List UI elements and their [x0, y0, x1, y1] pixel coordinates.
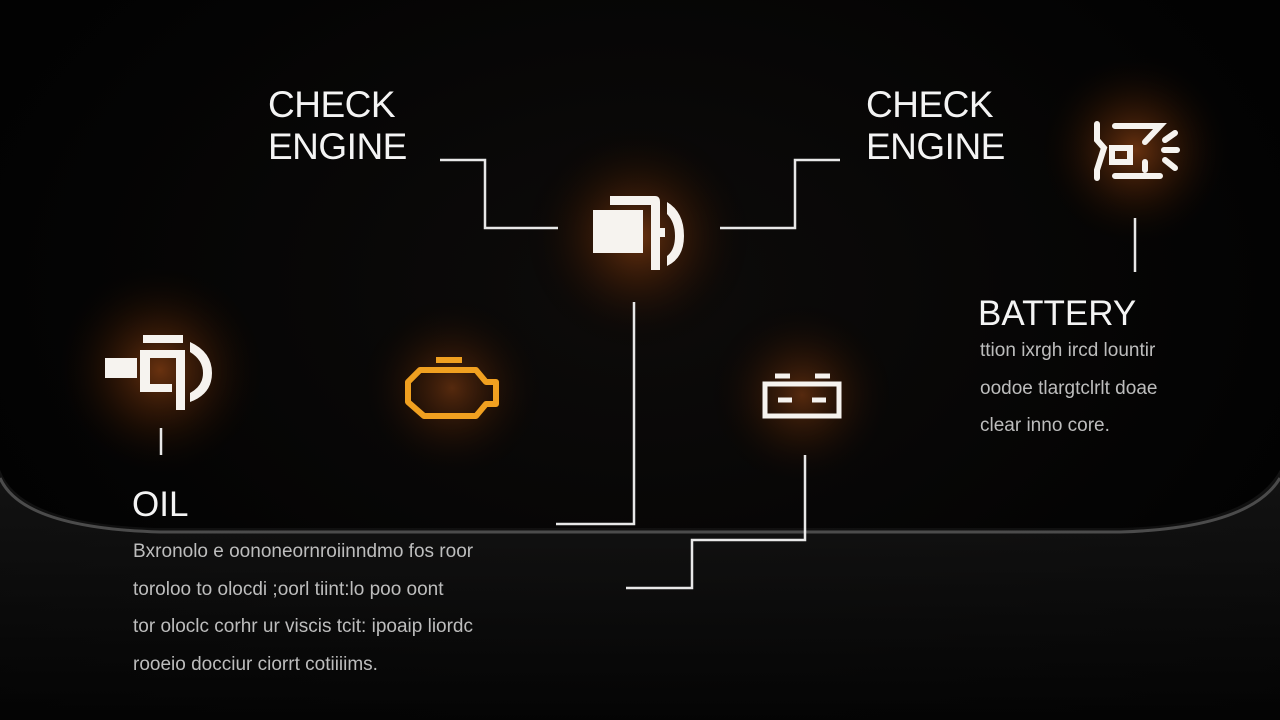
battery-description: ttion ixrgh ircd lountir oodoe tlargtclr…: [980, 332, 1157, 445]
connector-center-down: [556, 302, 636, 526]
title-line: CHECK: [268, 84, 396, 125]
connector-battery: [626, 455, 807, 590]
glow-engine: [357, 293, 547, 483]
glow-battery: [707, 300, 897, 490]
description-line: rooeio docciur ciorrt cotiiiims.: [133, 653, 378, 675]
engine-fault-icon: [1094, 121, 1180, 181]
connector-left-check-engine: [440, 158, 558, 230]
description-line: toroloo to olocdi ;oorl tiint:lo poo oon…: [133, 578, 444, 600]
glow-top-right: [1035, 50, 1235, 250]
check-engine-right-title: CHECK ENGINE: [866, 84, 1005, 168]
description-line: clear inno core.: [980, 415, 1110, 436]
check-engine-left-title: CHECK ENGINE: [268, 84, 407, 168]
engine-outline-icon: [405, 357, 499, 419]
oil-title: OIL: [132, 485, 189, 524]
title-line: ENGINE: [866, 126, 1005, 167]
title-line: CHECK: [866, 84, 994, 125]
connector-right-check-engine: [720, 158, 840, 230]
oil-description: Bxronolo e oononeornroiinndmo fos roor t…: [133, 533, 473, 683]
battery-title: BATTERY: [978, 294, 1137, 333]
description-line: Bxronolo e oononeornroiinndmo fos roor: [133, 541, 474, 562]
dashboard-edge-highlight: [0, 477, 1280, 534]
title-line: ENGINE: [268, 126, 407, 167]
battery-icon: [762, 373, 842, 419]
description-line: ttion ixrgh ircd lountir: [980, 340, 1156, 361]
check-engine-icon: [593, 196, 684, 270]
description-line: oodoe tlargtclrlt doae: [980, 377, 1158, 399]
description-line: tor oloclc corhr ur viscis tcit: ipoaip …: [133, 616, 473, 637]
oil-icon: [105, 335, 212, 410]
glow-oil: [50, 260, 270, 480]
